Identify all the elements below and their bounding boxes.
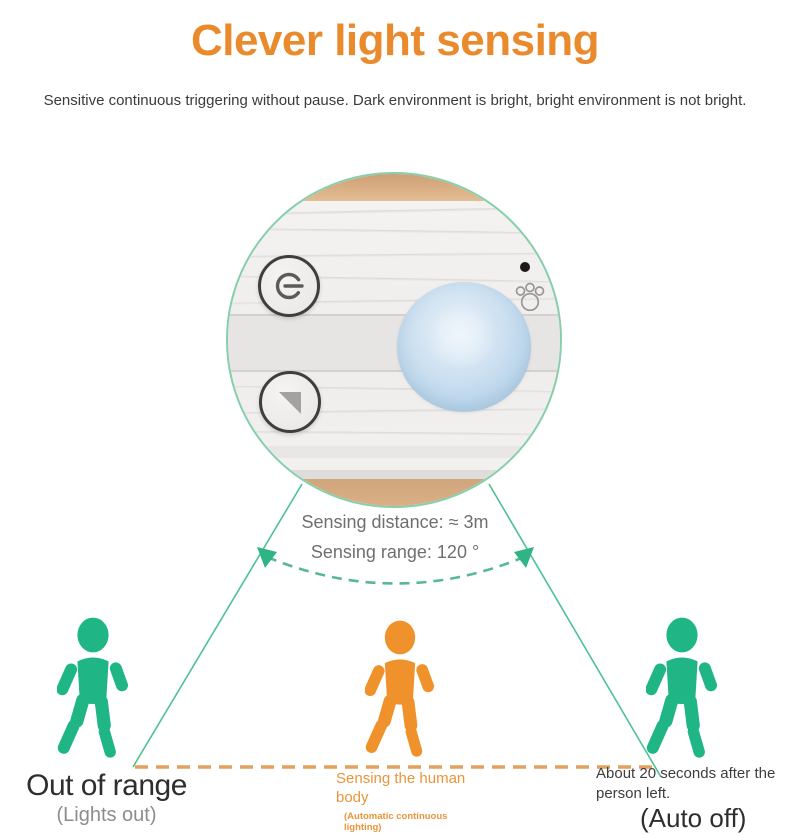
caption-out-of-range: Out of range (Lights out) [14, 769, 199, 827]
wood-strip-top [228, 174, 560, 201]
caption-sensing: Sensing the human body (Automatic contin… [336, 770, 486, 833]
lens-highlight [425, 304, 497, 368]
person-figure-auto-off [646, 617, 718, 761]
power-icon [275, 272, 304, 300]
caption-auto-off-sublabel: (Auto off) [640, 803, 747, 833]
sensing-range-label: Sensing range: 120 ° [310, 542, 480, 562]
wood-strip-bottom [228, 479, 560, 506]
dimmer-triangle-icon [279, 392, 301, 414]
product-photo [226, 172, 562, 508]
device-ridge [228, 227, 560, 236]
caption-out-of-range-label: Out of range [26, 769, 187, 802]
indicator-led [520, 262, 530, 272]
page-title: Clever light sensing [190, 16, 600, 65]
paw-icon [515, 282, 545, 312]
caption-auto-off: About 20 seconds after the person left. … [596, 764, 778, 834]
caption-out-of-range-sublabel: (Lights out) [56, 804, 157, 826]
caption-sensing-sublabel: (Automatic continuous lighting) [344, 810, 448, 833]
dimmer-button [259, 371, 321, 433]
device-band [228, 446, 560, 458]
page-subtitle: Sensitive continuous triggering without … [43, 92, 747, 109]
power-button [258, 255, 320, 317]
caption-sensing-label: Sensing the human body [336, 770, 466, 806]
device-ridge [228, 430, 560, 437]
caption-auto-off-label: About 20 seconds after the person left. [596, 765, 776, 802]
device-shade [228, 470, 560, 480]
device-ridge [228, 205, 560, 218]
pir-lens-dome [397, 282, 531, 412]
person-figure-out-of-range [57, 617, 129, 761]
sensing-distance-label: Sensing distance: ≈ 3m [301, 512, 489, 532]
person-figure-sensing [364, 620, 436, 760]
